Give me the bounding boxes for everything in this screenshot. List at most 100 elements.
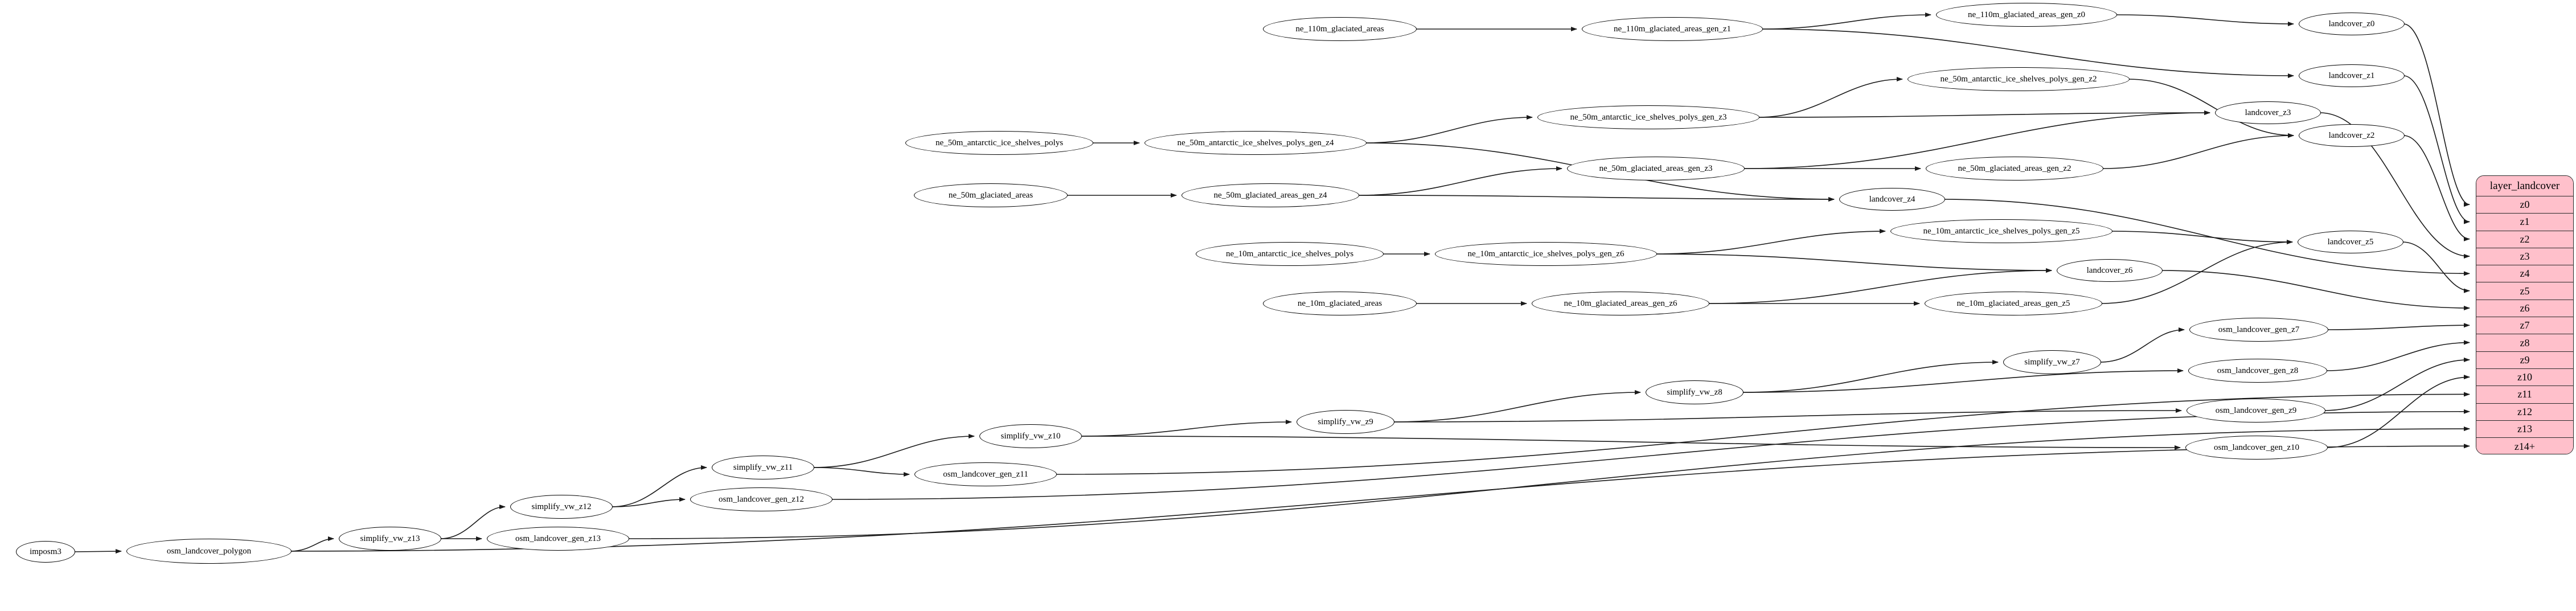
node-ne_10m_glaciated_areas_gen_z6[interactable]: ne_10m_glaciated_areas_gen_z6 <box>1532 292 1709 315</box>
edge-simplify_vw_z11-to-simplify_vw_z10 <box>813 434 975 468</box>
node-ne_110m_glaciated_areas_gen_z0[interactable]: ne_110m_glaciated_areas_gen_z0 <box>1936 3 2117 27</box>
node-ne_110m_glaciated_areas_gen_z1[interactable]: ne_110m_glaciated_areas_gen_z1 <box>1582 17 1763 41</box>
node-ne_50m_glaciated_areas_gen_z2[interactable]: ne_50m_glaciated_areas_gen_z2 <box>1926 157 2103 181</box>
node-label: ne_10m_glaciated_areas_gen_z6 <box>1564 298 1677 308</box>
node-label: landcover_z2 <box>2328 130 2375 140</box>
layer-table-row-z1[interactable]: z1 <box>2476 214 2573 231</box>
edge-ne_50m_antarctic_ice_shelves_polys_gen_z2-to-landcover_z2 <box>2128 79 2294 138</box>
node-landcover_z3[interactable]: landcover_z3 <box>2215 101 2321 124</box>
node-ne_50m_antarctic_ice_shelves_polys_gen_z4[interactable]: ne_50m_antarctic_ice_shelves_polys_gen_z… <box>1145 131 1367 155</box>
edge-landcover_z3-to-layer_landcover-z3 <box>2319 112 2470 259</box>
layer-table-row-z13[interactable]: z13 <box>2476 420 2573 438</box>
node-label: ne_50m_glaciated_areas_gen_z3 <box>1599 163 1713 173</box>
edge-osm_landcover_polygon-to-simplify_vw_z13 <box>290 536 334 552</box>
edge-osm_landcover_gen_z13-to-layer_landcover-z13 <box>627 427 2470 539</box>
node-osm_landcover_gen_z13[interactable]: osm_landcover_gen_z13 <box>487 527 629 551</box>
layer-table-row-z7[interactable]: z7 <box>2476 317 2573 335</box>
node-label: osm_landcover_gen_z11 <box>943 469 1028 479</box>
node-label: ne_50m_antarctic_ice_shelves_polys_gen_z… <box>1570 112 1727 122</box>
node-label: osm_landcover_gen_z9 <box>2215 405 2297 415</box>
edge-simplify_vw_z10-to-osm_landcover_gen_z10 <box>1080 436 2181 450</box>
node-ne_10m_glaciated_areas_gen_z5[interactable]: ne_10m_glaciated_areas_gen_z5 <box>1925 292 2102 315</box>
layer-table-row-z4[interactable]: z4 <box>2476 265 2573 283</box>
node-landcover_z1[interactable]: landcover_z1 <box>2299 64 2405 87</box>
node-ne_10m_antarctic_ice_shelves_polys_gen_z5[interactable]: ne_10m_antarctic_ice_shelves_polys_gen_z… <box>1890 219 2113 243</box>
layer-table-row-z6[interactable]: z6 <box>2476 300 2573 318</box>
node-ne_50m_glaciated_areas[interactable]: ne_50m_glaciated_areas <box>914 183 1068 207</box>
node-imposm3[interactable]: imposm3 <box>16 541 75 563</box>
node-label: ne_50m_antarctic_ice_shelves_polys_gen_z… <box>1940 74 2097 84</box>
node-simplify_vw_z7[interactable]: simplify_vw_z7 <box>2003 350 2101 374</box>
node-label: ne_10m_antarctic_ice_shelves_polys_gen_z… <box>1467 249 1625 259</box>
node-simplify_vw_z13[interactable]: simplify_vw_z13 <box>339 527 441 551</box>
layer-table-row-z9[interactable]: z9 <box>2476 351 2573 369</box>
node-ne_10m_antarctic_ice_shelves_polys_gen_z6[interactable]: ne_10m_antarctic_ice_shelves_polys_gen_z… <box>1435 242 1657 266</box>
node-landcover_z4[interactable]: landcover_z4 <box>1839 188 1945 211</box>
node-osm_landcover_gen_z11[interactable]: osm_landcover_gen_z11 <box>914 462 1057 486</box>
node-ne_10m_antarctic_ice_shelves_polys[interactable]: ne_10m_antarctic_ice_shelves_polys <box>1196 242 1384 266</box>
node-ne_50m_antarctic_ice_shelves_polys_gen_z3[interactable]: ne_50m_antarctic_ice_shelves_polys_gen_z… <box>1537 105 1759 129</box>
layer-table-row-z10[interactable]: z10 <box>2476 368 2573 387</box>
node-osm_landcover_gen_z9[interactable]: osm_landcover_gen_z9 <box>2187 399 2325 423</box>
node-simplify_vw_z12[interactable]: simplify_vw_z12 <box>510 495 613 519</box>
node-landcover_z6[interactable]: landcover_z6 <box>2057 259 2163 282</box>
node-osm_landcover_gen_z10[interactable]: osm_landcover_gen_z10 <box>2185 436 2328 460</box>
node-simplify_vw_z11[interactable]: simplify_vw_z11 <box>712 456 814 479</box>
edge-ne_110m_glaciated_areas_gen_z0-to-landcover_z0 <box>2115 14 2294 26</box>
node-simplify_vw_z8[interactable]: simplify_vw_z8 <box>1646 380 1744 404</box>
node-simplify_vw_z10[interactable]: simplify_vw_z10 <box>979 424 1082 448</box>
node-label: simplify_vw_z11 <box>733 462 793 472</box>
edge-landcover_z4-to-layer_landcover-z4 <box>1943 199 2470 276</box>
node-label: simplify_vw_z7 <box>2024 357 2080 367</box>
node-osm_landcover_gen_z12[interactable]: osm_landcover_gen_z12 <box>690 487 832 511</box>
node-ne_50m_antarctic_ice_shelves_polys_gen_z2[interactable]: ne_50m_antarctic_ice_shelves_polys_gen_z… <box>1908 67 2130 91</box>
edge-ne_10m_glaciated_areas_gen_z5-to-landcover_z5 <box>2101 240 2293 304</box>
node-label: ne_110m_glaciated_areas_gen_z0 <box>1967 10 2086 19</box>
layer-table-row-z0[interactable]: z0 <box>2476 196 2573 214</box>
node-ne_50m_glaciated_areas_gen_z3[interactable]: ne_50m_glaciated_areas_gen_z3 <box>1567 157 1745 181</box>
node-osm_landcover_polygon[interactable]: osm_landcover_polygon <box>126 539 292 564</box>
node-ne_50m_glaciated_areas_gen_z4[interactable]: ne_50m_glaciated_areas_gen_z4 <box>1182 183 1359 207</box>
node-label: osm_landcover_gen_z7 <box>2218 325 2300 334</box>
edge-ne_110m_glaciated_areas_gen_z1-to-ne_110m_glaciated_areas_gen_z0 <box>1761 13 1931 30</box>
layer-table-row-z3[interactable]: z3 <box>2476 248 2573 266</box>
node-label: landcover_z3 <box>2245 108 2291 117</box>
node-ne_110m_glaciated_areas[interactable]: ne_110m_glaciated_areas <box>1263 17 1417 41</box>
layer-table-row-z2[interactable]: z2 <box>2476 231 2573 248</box>
node-ne_50m_antarctic_ice_shelves_polys[interactable]: ne_50m_antarctic_ice_shelves_polys <box>905 131 1093 155</box>
edge-simplify_vw_z12-to-simplify_vw_z11 <box>611 465 707 507</box>
node-osm_landcover_gen_z8[interactable]: osm_landcover_gen_z8 <box>2188 359 2327 383</box>
layer-table-row-z8[interactable]: z8 <box>2476 334 2573 352</box>
edge-simplify_vw_z13-to-simplify_vw_z12 <box>440 505 506 539</box>
node-landcover_z0[interactable]: landcover_z0 <box>2299 13 2405 35</box>
node-landcover_z2[interactable]: landcover_z2 <box>2299 124 2405 147</box>
edge-simplify_vw_z8-to-osm_landcover_gen_z8 <box>1742 368 2184 393</box>
node-osm_landcover_gen_z7[interactable]: osm_landcover_gen_z7 <box>2189 318 2328 342</box>
edge-landcover_z1-to-layer_landcover-z1 <box>2403 75 2470 224</box>
edge-ne_50m_glaciated_areas_gen_z3-to-landcover_z3 <box>1743 110 2210 169</box>
layer-table-row-z11[interactable]: z11 <box>2476 386 2573 404</box>
edge-osm_landcover_gen_z11-to-layer_landcover-z11 <box>1055 392 2470 475</box>
node-simplify_vw_z9[interactable]: simplify_vw_z9 <box>1297 410 1394 434</box>
node-label: landcover_z0 <box>2328 19 2375 28</box>
node-label: ne_50m_glaciated_areas <box>948 190 1033 200</box>
layer-table-row-z12[interactable]: z12 <box>2476 403 2573 421</box>
node-label: ne_110m_glaciated_areas <box>1295 24 1384 34</box>
node-label: landcover_z4 <box>1869 194 1915 204</box>
node-label: simplify_vw_z13 <box>360 534 420 543</box>
layer-table-row-z5[interactable]: z5 <box>2476 282 2573 300</box>
edge-ne_50m_glaciated_areas_gen_z4-to-landcover_z4 <box>1357 195 1835 202</box>
edge-osm_landcover_gen_z10-to-layer_landcover-z10 <box>2326 375 2470 448</box>
layer-table-row-z14plus[interactable]: z14+ <box>2476 438 2573 454</box>
node-ne_10m_glaciated_areas[interactable]: ne_10m_glaciated_areas <box>1263 292 1417 315</box>
edge-ne_50m_antarctic_ice_shelves_polys_gen_z3-to-landcover_z3 <box>1758 110 2210 118</box>
node-label: ne_50m_antarctic_ice_shelves_polys_gen_z… <box>1177 138 1334 147</box>
edge-ne_50m_glaciated_areas_gen_z2-to-landcover_z2 <box>2102 133 2294 169</box>
edge-osm_landcover_polygon-to-layer_landcover-z14+ <box>290 444 2470 552</box>
node-landcover_z5[interactable]: landcover_z5 <box>2298 231 2403 253</box>
node-label: ne_50m_glaciated_areas_gen_z2 <box>1958 163 2072 173</box>
edge-simplify_vw_z9-to-simplify_vw_z8 <box>1393 390 1641 423</box>
node-label: osm_landcover_gen_z12 <box>719 494 804 504</box>
